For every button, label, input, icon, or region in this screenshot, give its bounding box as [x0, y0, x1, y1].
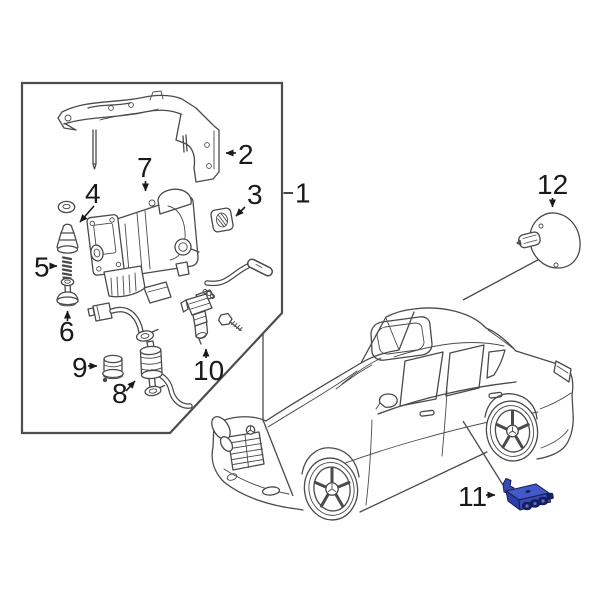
- part-12-pressure-reservoir: [462, 212, 581, 301]
- callout-2: 2: [225, 139, 254, 170]
- callout-2-label: 2: [238, 139, 254, 170]
- callout-5-label: 5: [34, 252, 50, 283]
- hose-clamp: [135, 328, 159, 342]
- part-11-control-module: [462, 420, 554, 511]
- door-handle-front: [419, 409, 435, 417]
- part-3-seal-plate: [210, 207, 234, 233]
- callout-5: 5: [34, 252, 58, 283]
- callout-1: 1: [283, 178, 311, 209]
- callout-7-label: 7: [137, 152, 153, 183]
- callout-3: 3: [235, 179, 263, 217]
- side-mirror: [378, 393, 398, 408]
- callout-9-label: 9: [72, 352, 88, 383]
- rear-wheel: [485, 400, 539, 462]
- front-wheel: [303, 457, 359, 521]
- taillight: [553, 360, 572, 383]
- callout-6-label: 6: [59, 316, 75, 347]
- front-grille: [227, 431, 265, 471]
- grommet-washer: [57, 200, 76, 214]
- callout-10-label: 10: [193, 355, 224, 386]
- mounting-screw: [217, 312, 243, 332]
- part-7-compressor: [86, 188, 200, 304]
- callout-4-label: 4: [85, 178, 101, 209]
- leader-car-to-11: [462, 420, 504, 486]
- callout-11: 11: [458, 481, 496, 512]
- callout-10: 10: [193, 348, 224, 386]
- callout-8: 8: [112, 378, 136, 409]
- sunroof: [370, 316, 433, 361]
- part-6-plunger: [56, 277, 79, 307]
- callout-12-label: 12: [537, 169, 568, 200]
- module-connectors: [521, 496, 549, 511]
- headlight-inner: [219, 436, 234, 452]
- air-pipe-top: [204, 258, 273, 287]
- callout-1-label: 1: [295, 178, 311, 209]
- fog-light: [261, 486, 281, 496]
- callout-11-label: 11: [458, 481, 487, 512]
- callout-12: 12: [537, 169, 568, 208]
- callout-7: 7: [137, 152, 153, 192]
- callout-6: 6: [59, 310, 75, 347]
- leader-12-to-car: [462, 254, 548, 301]
- car-illustration: [211, 307, 574, 521]
- part-2-support-bracket: [57, 90, 220, 183]
- callout-9: 9: [72, 352, 98, 383]
- part-8-filter-dryer: [139, 340, 166, 397]
- callouts: 1 2 3 4 5 6 7 8: [34, 139, 568, 512]
- part-10-valve-unit: [180, 289, 215, 345]
- hood-star-emblem: [245, 425, 256, 435]
- callout-3-label: 3: [247, 179, 263, 210]
- reservoir-valve-fitting: [516, 231, 541, 249]
- part-4-rubber-buffer: [56, 223, 79, 254]
- callout-4: 4: [79, 178, 101, 223]
- callout-8-label: 8: [112, 378, 128, 409]
- air-hose-left: [87, 302, 144, 335]
- part-9-rubber-mount: [102, 354, 124, 383]
